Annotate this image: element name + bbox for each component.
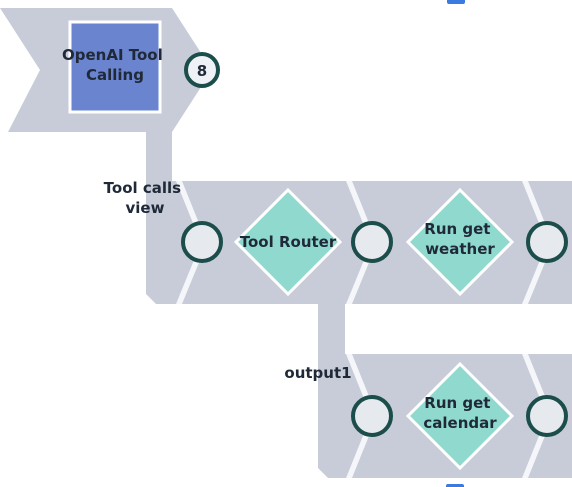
edge-label-tool-calls-view: Tool calls view — [104, 179, 187, 217]
selection-marker-top — [447, 0, 465, 4]
badge-ring — [184, 52, 220, 88]
tool-router-output-port[interactable] — [351, 221, 393, 263]
badge-count: 8 — [197, 62, 207, 80]
edge-label-output1: output1 — [284, 364, 351, 382]
svg-text:Run get calendar: Run get calendar — [423, 394, 497, 432]
tool-router-input-port[interactable] — [181, 221, 223, 263]
openai-node-box[interactable] — [68, 20, 162, 114]
weather-diamond[interactable] — [405, 187, 515, 297]
row-divider-4 — [346, 354, 377, 478]
openai-title-line-2: Calling — [86, 66, 144, 84]
calendar-title-line-2: calendar — [423, 414, 497, 432]
calendar-title-line-1: Run get — [424, 394, 490, 412]
openai-badge[interactable]: 8 — [184, 52, 220, 88]
node-openai-tool-calling[interactable]: OpenAI Tool Calling 8 — [0, 8, 220, 132]
svg-text:Run get weather: Run get weather — [424, 220, 495, 258]
openai-title-line-1: OpenAI Tool — [62, 46, 163, 64]
calendar-input-port[interactable] — [351, 395, 393, 437]
edge-label-line-1: Tool calls — [104, 179, 182, 197]
openai-input-notch — [0, 42, 12, 96]
weather-title-line-2: weather — [425, 240, 495, 258]
node-tool-router[interactable]: Tool Router — [233, 187, 343, 297]
selection-marker-bottom — [446, 484, 464, 487]
node-run-get-calendar[interactable]: Run get calendar — [405, 361, 515, 471]
weather-title-line-1: Run get — [424, 220, 490, 238]
edge-label-line-2: view — [126, 199, 165, 217]
row-divider-5 — [522, 354, 553, 478]
weather-output-port[interactable] — [526, 221, 568, 263]
tool-router-diamond[interactable] — [233, 187, 343, 297]
calendar-diamond[interactable] — [405, 361, 515, 471]
tool-router-title: Tool Router — [240, 233, 337, 251]
node-run-get-weather[interactable]: Run get weather — [405, 187, 515, 297]
calendar-output-port[interactable] — [526, 395, 568, 437]
svg-text:OpenAI Tool Calling: OpenAI Tool Calling — [62, 46, 168, 84]
